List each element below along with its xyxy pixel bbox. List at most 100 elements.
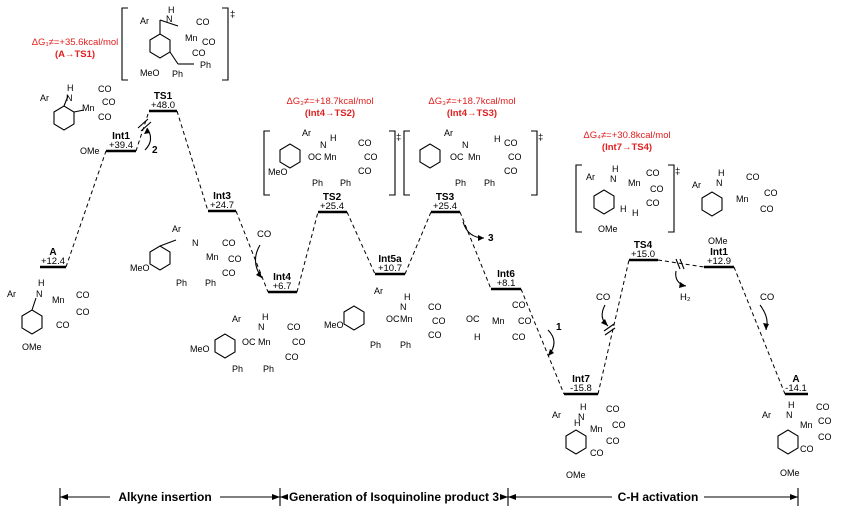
structure-int1-upper: Ar N H Mn CO CO CO OMe	[40, 83, 116, 156]
state-energy: +12.4	[41, 256, 65, 267]
barrier-value: ΔG₄≠=+30.8kcal/mol	[583, 130, 670, 141]
reaction-arrows: 2 CO 3 1 CO H₂ CO	[144, 127, 774, 357]
atom-co: CO	[228, 254, 242, 264]
structure-int4: Ar N H MeO OC Mn CO CO CO Ph Ph	[190, 312, 306, 374]
structure-int5a: Ar N H MeO OC Mn CO CO CO Ph Ph	[324, 286, 446, 350]
atom-ar: Ar	[692, 180, 701, 190]
atom-ar: Ar	[40, 93, 49, 103]
reagent-2-label: 2	[152, 145, 158, 156]
state-name: TS1	[154, 91, 173, 102]
atom-co: CO	[504, 138, 518, 148]
atom-co: CO	[222, 268, 236, 278]
atom-co: CO	[512, 332, 526, 342]
atom-ome: OMe	[598, 224, 618, 234]
atom-ph: Ph	[172, 69, 183, 79]
atom-co: CO	[512, 300, 526, 310]
atom-mn: Mn	[628, 178, 641, 188]
state-energy: +25.4	[320, 201, 344, 212]
atom-n: N	[66, 93, 73, 103]
structure-ts3: Ar N H OC Mn CO CO CO Ph Ph	[419, 128, 522, 188]
atom-ome: OMe	[80, 146, 100, 156]
state-name: TS3	[436, 192, 455, 203]
atom-co: CO	[432, 316, 446, 326]
structure-int7: Ar N H H Mn CO CO CO CO OMe	[552, 402, 626, 480]
atom-co: CO	[650, 184, 664, 194]
state-name: Int4	[273, 272, 291, 283]
atom-ar: Ar	[232, 314, 241, 324]
atom-co: CO	[292, 337, 306, 347]
ts-dagger: ‡	[538, 132, 543, 143]
atom-h: H	[632, 208, 639, 218]
atom-ome: OMe	[780, 468, 800, 478]
atom-co: CO	[285, 352, 299, 362]
atom-h: H	[404, 292, 411, 302]
structure-ts1: Ar N H Mn CO CO CO Ph Ph MeO	[140, 5, 216, 79]
atom-h: H	[612, 164, 619, 174]
atom-h: H	[262, 312, 269, 322]
barrier-path: (Int4→TS2)	[305, 108, 355, 119]
atom-co: CO	[76, 307, 90, 317]
atom-n: N	[462, 140, 469, 150]
state-labels: A +12.4 Int1 +39.4 TS1 +48.0 Int3 +24.7 …	[41, 91, 807, 394]
structure-ts2: Ar N H MeO OC Mn CO CO CO Ph Ph	[268, 128, 378, 188]
atom-n: N	[166, 14, 173, 24]
atom-co: CO	[192, 48, 206, 58]
atom-co: CO	[76, 290, 90, 300]
reagent-1-label: 1	[556, 322, 562, 333]
atom-co: CO	[56, 320, 70, 330]
phase-label-alkyne-insertion: Alkyne insertion	[118, 490, 211, 504]
atom-n: N	[192, 238, 199, 248]
state-name: TS4	[634, 240, 653, 251]
atom-oc: OC	[386, 314, 400, 324]
atom-ph: Ph	[340, 178, 351, 188]
atom-n: N	[400, 302, 407, 312]
atom-h: H	[474, 332, 481, 342]
barrier-value: ΔG₃≠=+18.7kcal/mol	[428, 96, 515, 107]
atom-ome: OMe	[708, 236, 728, 246]
atom-h: H	[38, 278, 45, 288]
barrier-annotations: ΔG₁≠=+35.6kcal/mol (A→TS1) ΔG₂≠=+18.7kca…	[32, 37, 671, 153]
atom-mn: Mn	[492, 316, 505, 326]
atom-ph: Ph	[455, 178, 466, 188]
atom-ph: Ph	[312, 178, 323, 188]
atom-ph: Ph	[484, 178, 495, 188]
atom-co: CO	[202, 37, 216, 47]
atom-mn: Mn	[258, 337, 271, 347]
connectors	[65, 110, 786, 395]
structure-a-start: Ar N H Mn CO CO CO OMe	[7, 278, 90, 352]
atom-ar: Ar	[302, 128, 311, 138]
ts-dagger: ‡	[396, 132, 401, 143]
atom-ph: Ph	[205, 278, 216, 288]
atom-co: CO	[364, 152, 378, 162]
atom-meo: MeO	[140, 68, 160, 78]
atom-meo: MeO	[190, 344, 210, 354]
state-name: Int7	[572, 374, 590, 385]
barrier-path: (Int4→TS3)	[447, 108, 497, 119]
atom-co: CO	[818, 416, 832, 426]
energy-levels	[40, 109, 808, 396]
atom-h: H	[494, 134, 501, 144]
structure-int1-right: Ar N H Mn CO CO CO OMe	[692, 168, 778, 246]
state-energy: +39.4	[109, 140, 133, 151]
atom-n: N	[786, 410, 793, 420]
state-name: A	[792, 374, 799, 385]
atom-mn: Mn	[185, 33, 198, 43]
atom-ar: Ar	[762, 410, 771, 420]
atom-mn: Mn	[400, 314, 413, 324]
atom-co: CO	[760, 204, 774, 214]
atom-co: CO	[606, 404, 620, 414]
atom-co: CO	[646, 168, 660, 178]
atom-ph: Ph	[176, 278, 187, 288]
state-energy: +8.1	[497, 278, 516, 289]
atom-co: CO	[646, 198, 660, 208]
product-3-label: 3	[488, 233, 494, 244]
atom-n: N	[716, 178, 723, 188]
atom-co: CO	[746, 172, 760, 182]
atom-mn: Mn	[206, 252, 219, 262]
structure-ts4: Ar N H Mn CO CO CO H H OMe	[586, 164, 664, 234]
atom-co: CO	[428, 330, 442, 340]
state-name: A	[49, 247, 56, 258]
barrier-path: (A→TS1)	[55, 49, 95, 60]
atom-mn: Mn	[82, 103, 95, 113]
